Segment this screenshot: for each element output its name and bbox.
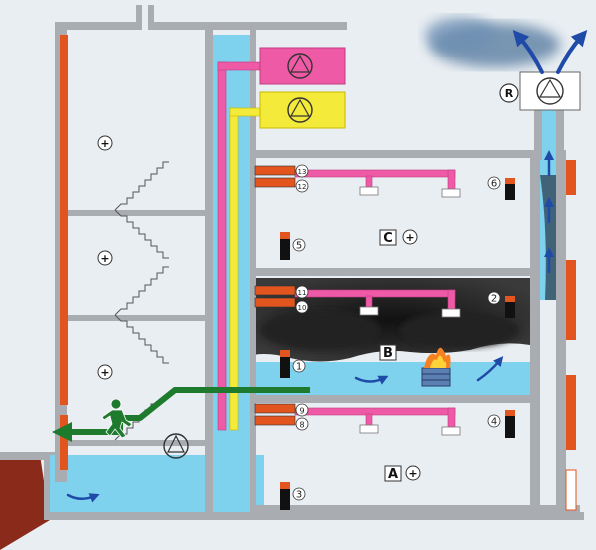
damper-label-2: 2 <box>491 294 497 305</box>
plus-sign-c: + <box>405 231 414 244</box>
damper-label-10: 10 <box>298 304 307 312</box>
damper-labels: 1 2 3 4 5 6 8 9 10 11 12 13 <box>292 164 501 501</box>
running-person-icon <box>101 398 133 439</box>
damper-label-6: 6 <box>491 179 497 190</box>
plus-sign-stair-mid: + <box>100 252 109 265</box>
outside-ledge <box>0 452 62 460</box>
plus-sign-stair-top: + <box>100 137 109 150</box>
zone-c-label: C <box>383 231 393 246</box>
zone-a-label: A <box>388 467 398 482</box>
plus-sign-icon: + + + + + <box>97 135 421 481</box>
extract-fan-unit <box>259 91 346 129</box>
zone-labels: C B A <box>379 229 402 482</box>
damper-blocks <box>254 165 515 510</box>
fan-icon <box>536 77 564 105</box>
damper-label-12: 12 <box>298 183 307 191</box>
supply-fan-unit <box>259 47 346 85</box>
smoke-zone-b <box>252 278 530 362</box>
damper-label-4: 4 <box>491 417 497 428</box>
duct-outlets <box>359 186 461 436</box>
damper-label-3: 3 <box>296 490 302 501</box>
damper-label-8: 8 <box>299 421 304 430</box>
staircase <box>114 161 169 441</box>
damper-label-9: 9 <box>299 407 304 416</box>
outside-ground <box>0 455 50 550</box>
plus-sign-stair-low: + <box>100 366 109 379</box>
damper-label-11: 11 <box>298 289 307 297</box>
fire-rated-walls <box>60 35 577 511</box>
exhaust-arrows-icon <box>512 29 588 74</box>
damper-label-1: 1 <box>296 362 302 373</box>
plus-sign-a: + <box>408 467 417 480</box>
fan-icon <box>163 433 189 459</box>
exhaust-fan-unit: R <box>499 71 581 111</box>
extract-duct <box>229 107 261 431</box>
damper-label-13: 13 <box>298 168 307 176</box>
zone-b-label: B <box>383 346 393 361</box>
damper-label-5: 5 <box>296 241 302 252</box>
fan-icon <box>287 53 313 79</box>
air-flow-arrows <box>66 150 554 503</box>
fan-icon <box>287 97 313 123</box>
flame-icon <box>421 347 451 387</box>
zone-r-label: R <box>505 87 514 100</box>
